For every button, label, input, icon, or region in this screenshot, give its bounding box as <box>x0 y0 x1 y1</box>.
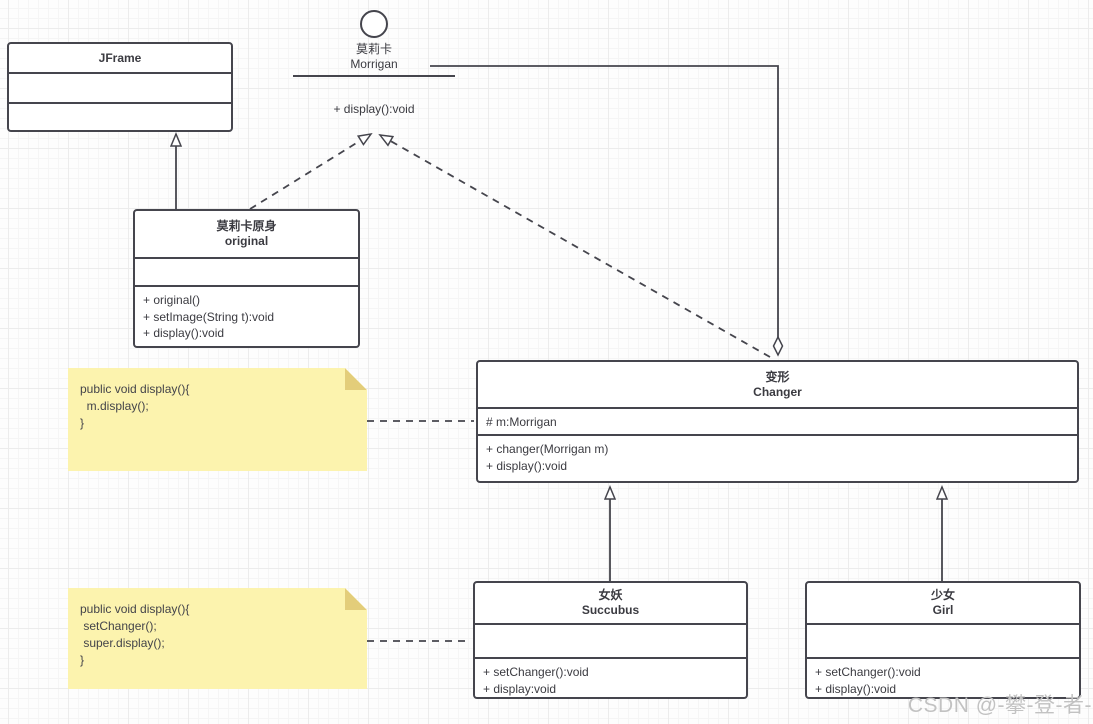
csdn-watermark: CSDN @-攀-登-者- <box>907 694 1092 717</box>
class-original-methods: + original() + setImage(String t):void +… <box>135 285 358 346</box>
class-name-cn: 女妖 <box>598 588 623 602</box>
note-code-line: super.display(); <box>80 636 165 650</box>
class-original-title: 莫莉卡原身 original <box>135 211 358 257</box>
method: + display:void <box>483 681 557 696</box>
class-name-en: Changer <box>753 384 802 399</box>
class-changer-attributes: # m:Morrigan <box>478 407 1077 434</box>
class-succubus-title: 女妖 Succubus <box>475 583 746 623</box>
note-code-line: setChanger(); <box>80 619 157 633</box>
interface-morrigan[interactable]: 莫莉卡 Morrigan + display():void <box>293 10 455 116</box>
class-original-attributes <box>135 257 358 285</box>
class-jframe[interactable]: JFrame <box>7 42 233 132</box>
method: + setChanger():void <box>815 665 921 679</box>
class-girl-methods: + setChanger():void + display():void <box>807 657 1079 697</box>
class-girl-attributes <box>807 623 1079 657</box>
class-name-en: JFrame <box>98 50 142 65</box>
class-jframe-attributes <box>9 72 231 102</box>
class-succubus-methods: + setChanger():void + display:void <box>475 657 746 697</box>
note-code-line: m.display(); <box>80 399 149 413</box>
realization-changer-to-morrigan <box>380 135 771 358</box>
class-changer-title: 变形 Changer <box>478 362 1077 407</box>
method: + display():void <box>486 458 568 473</box>
interface-name-cn: 莫莉卡 <box>355 42 392 56</box>
aggregation-morrigan-to-changer <box>430 65 778 355</box>
class-name-en: Girl <box>932 603 954 617</box>
note-changer-display[interactable]: public void display(){ m.display(); } <box>68 368 367 471</box>
interface-name: 莫莉卡 Morrigan <box>293 42 455 77</box>
interface-method: + display():void <box>333 102 415 116</box>
method: + changer(Morrigan m) <box>486 442 609 456</box>
note-succubus-display[interactable]: public void display(){ setChanger(); sup… <box>68 588 367 689</box>
note-code-line: public void display(){ <box>80 602 190 616</box>
interface-circle-icon <box>360 10 388 38</box>
class-name-cn: 少女 <box>930 588 955 602</box>
interface-name-en: Morrigan <box>350 57 398 71</box>
attribute: # m:Morrigan <box>486 414 557 429</box>
note-code-line: public void display(){ <box>80 382 190 396</box>
method: + setImage(String t):void <box>143 309 275 324</box>
note-code-line: } <box>80 416 85 430</box>
class-name-cn: 莫莉卡原身 <box>216 219 277 233</box>
note-fold-icon <box>345 588 367 610</box>
realization-original-to-morrigan <box>249 134 371 210</box>
note-fold-icon <box>345 368 367 390</box>
class-original[interactable]: 莫莉卡原身 original + original() + setImage(S… <box>133 209 360 348</box>
class-changer[interactable]: 变形 Changer # m:Morrigan + changer(Morrig… <box>476 360 1079 483</box>
method: + setChanger():void <box>483 665 589 679</box>
class-jframe-methods <box>9 102 231 130</box>
class-succubus-attributes <box>475 623 746 657</box>
class-name-cn: 变形 <box>765 369 790 384</box>
class-name-en: Succubus <box>581 603 640 617</box>
class-jframe-title: JFrame <box>9 44 231 72</box>
method: + original() <box>143 293 201 307</box>
class-girl[interactable]: 少女 Girl + setChanger():void + display():… <box>805 581 1081 699</box>
class-name-en: original <box>224 234 269 248</box>
method: + display():void <box>143 326 225 340</box>
class-succubus[interactable]: 女妖 Succubus + setChanger():void + displa… <box>473 581 748 699</box>
method: + display():void <box>815 681 897 696</box>
class-changer-methods: + changer(Morrigan m) + display():void <box>478 434 1077 481</box>
note-code-line: } <box>80 653 85 667</box>
class-girl-title: 少女 Girl <box>807 583 1079 623</box>
